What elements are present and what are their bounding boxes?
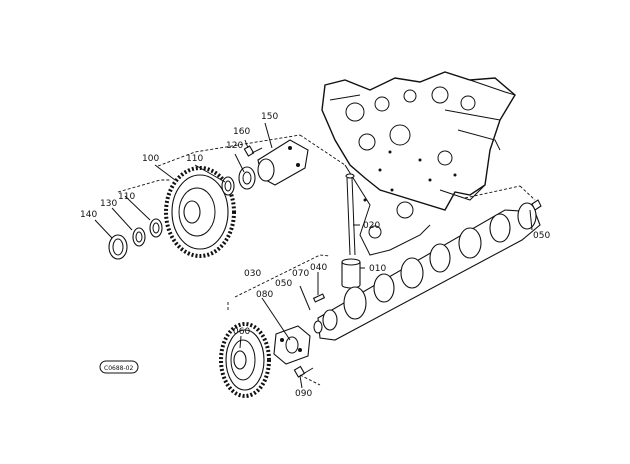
bushing-110a — [221, 176, 235, 196]
label-020: 020 — [363, 221, 380, 231]
label-040: 040 — [310, 263, 327, 273]
label-150: 150 — [261, 112, 278, 122]
bushing-110b — [149, 218, 163, 238]
label-080: 080 — [256, 290, 273, 300]
assembly-brackets — [117, 134, 536, 386]
label-140: 140 — [80, 210, 97, 220]
cam-gear — [219, 322, 271, 398]
tappet — [341, 258, 361, 289]
label-050-camshaft: 050 — [533, 231, 550, 241]
thrust-plate — [273, 325, 311, 365]
thrust-collar-120 — [238, 166, 256, 190]
leader-lines — [94, 122, 533, 389]
label-050-key: 050 — [275, 279, 292, 289]
push-rod — [345, 173, 356, 256]
label-130: 130 — [100, 199, 117, 209]
camshaft-key — [312, 293, 326, 303]
bolt-090 — [293, 365, 314, 378]
camshaft-plug — [531, 199, 542, 211]
camshaft — [313, 202, 541, 341]
part-labels: 010 020 030 040 050 050 060 070 080 090 … — [80, 112, 550, 399]
figure-code: C0688-02 — [104, 365, 133, 372]
label-110-upper: 110 — [186, 154, 203, 164]
bolt-160 — [243, 145, 263, 157]
idle-gear-shaft — [257, 139, 309, 186]
label-060: 060 — [233, 327, 250, 337]
label-030: 030 — [244, 269, 261, 279]
label-110-lower: 110 — [118, 192, 135, 202]
label-120: 120 — [226, 141, 243, 151]
figure-code-badge: C0688-02 — [99, 360, 139, 374]
label-010: 010 — [369, 264, 386, 274]
label-070: 070 — [292, 269, 309, 279]
collar-130 — [132, 227, 146, 247]
idle-gear — [164, 166, 236, 258]
engine-block — [321, 71, 516, 256]
label-160: 160 — [233, 127, 250, 137]
label-100: 100 — [142, 154, 159, 164]
snap-ring-140 — [108, 234, 128, 260]
label-090: 090 — [295, 389, 312, 399]
